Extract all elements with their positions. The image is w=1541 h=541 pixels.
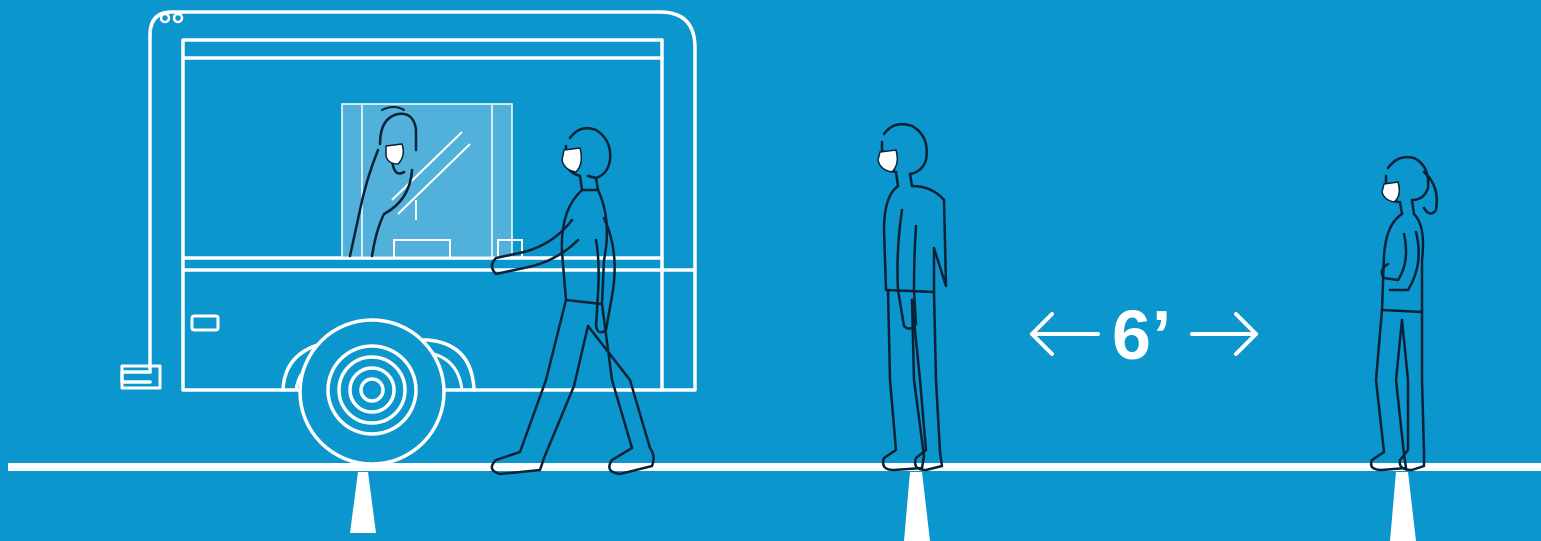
- sneeze-guard: [342, 104, 522, 258]
- trailer-wheel: [300, 320, 444, 464]
- distance-label: 6’: [1112, 300, 1172, 370]
- vendor-mask: [386, 144, 403, 164]
